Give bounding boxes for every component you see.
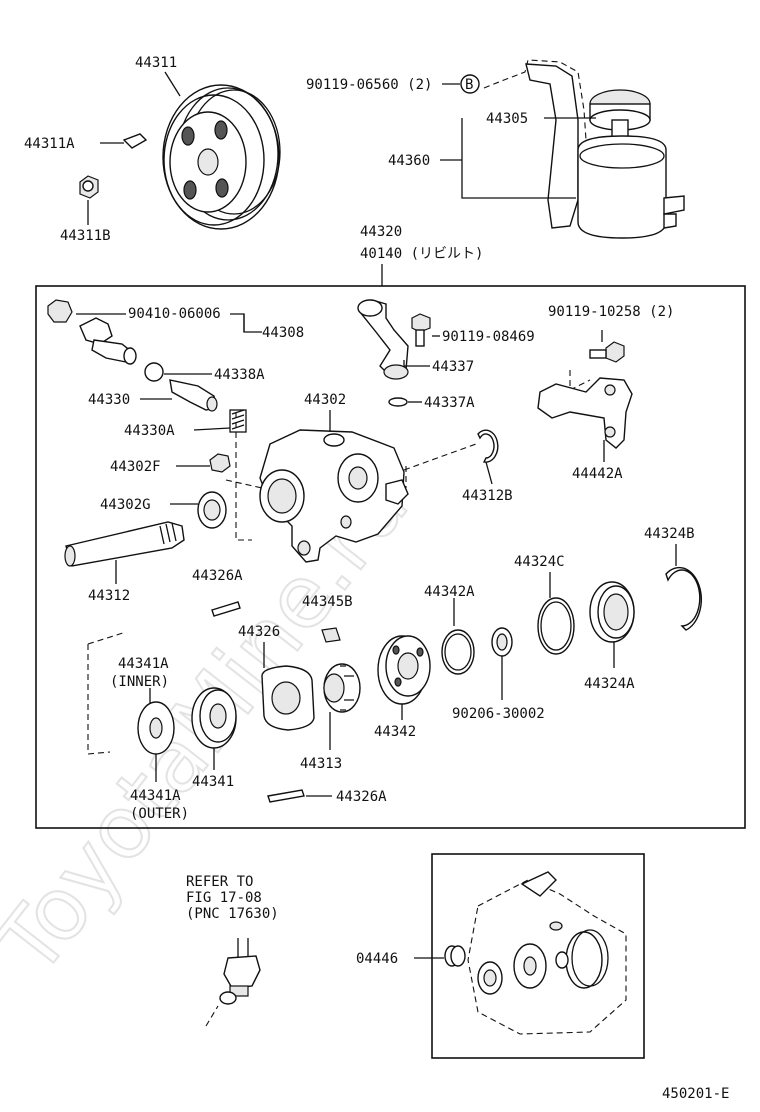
end-plate-44324a-part (589, 581, 635, 643)
bracket-bolt-part (589, 341, 625, 363)
label-44311: 44311 (135, 55, 177, 71)
reservoir-bracket-part (483, 59, 587, 229)
o-ring-44342a-part (441, 629, 475, 675)
label-44342a: 44342A (424, 584, 475, 600)
label-inner: (INNER) (110, 674, 169, 690)
label-44311a: 44311A (24, 136, 75, 152)
label-refer-pnc: (PNC 17630) (186, 906, 279, 922)
pressure-fitting-part (79, 317, 137, 365)
label-44312b: 44312B (462, 488, 513, 504)
bushing-44341-part (191, 687, 237, 749)
label-44326: 44326 (238, 624, 280, 640)
union-bolt-part (47, 299, 73, 323)
label-44342: 44342 (374, 724, 416, 740)
pulley-nut-part (79, 175, 99, 199)
label-44341a-outer: 44341A (130, 788, 181, 804)
snap-ring-90206-30002-part (491, 627, 513, 657)
oil-seal-44302g-part (197, 491, 227, 529)
label-44338a: 44338A (214, 367, 265, 383)
washer-44341a-part (137, 701, 175, 755)
label-refer-to: REFER TO (186, 874, 253, 890)
label-outer: (OUTER) (130, 806, 189, 822)
label-04446: 04446 (356, 951, 398, 967)
o-ring-44338a-part (144, 362, 164, 382)
label-44313: 44313 (300, 756, 342, 772)
label-44324c: 44324C (514, 554, 565, 570)
label-44326a-top: 44326A (192, 568, 243, 584)
label-40140: 40140 (リビルト) (360, 246, 483, 262)
label-44341a-inner: 44341A (118, 656, 169, 672)
label-44302: 44302 (304, 392, 346, 408)
label-refer-fig: FIG 17-08 (186, 890, 262, 906)
gasket-kit-frame (431, 853, 645, 1059)
label-44341: 44341 (192, 774, 234, 790)
pin-44326a-top-part (211, 601, 241, 617)
callout-b-letter: B (465, 77, 473, 93)
label-44330a: 44330A (124, 423, 175, 439)
plug-44302f-part (209, 453, 231, 473)
bracket-44442a-part (537, 377, 633, 449)
label-44324a: 44324A (584, 676, 635, 692)
gasket-kit-parts (467, 871, 627, 1035)
label-44345b: 44345B (302, 594, 353, 610)
label-44302f: 44302F (110, 459, 161, 475)
diagram-id: 450201-E (662, 1086, 729, 1102)
label-44360: 44360 (388, 153, 430, 169)
label-44312: 44312 (88, 588, 130, 604)
valve-spring-part (229, 409, 247, 433)
pulley-part (162, 84, 281, 230)
snap-ring-44324b-part (665, 566, 702, 631)
o-ring-44337a-part (388, 397, 408, 407)
pressure-switch-part (219, 938, 261, 1005)
snap-ring-44312b-part (477, 429, 499, 463)
label-44330: 44330 (88, 392, 130, 408)
flow-valve-part (169, 379, 218, 412)
label-44324b: 44324B (644, 526, 695, 542)
label-44326a-bottom: 44326A (336, 789, 387, 805)
label-44305: 44305 (486, 111, 528, 127)
label-90410-06006: 90410-06006 (128, 306, 221, 322)
label-44302g: 44302G (100, 497, 151, 513)
label-44442a: 44442A (572, 466, 623, 482)
pin-44326a-bottom-part (267, 789, 305, 803)
label-90119-10258: 90119-10258 (2) (548, 304, 674, 320)
o-ring-pair-part (444, 945, 466, 967)
vane-44345b-part (321, 627, 341, 643)
label-90206-30002: 90206-30002 (452, 706, 545, 722)
label-44308: 44308 (262, 325, 304, 341)
label-44311b: 44311B (60, 228, 111, 244)
rotor-44313-part (323, 663, 361, 713)
cam-ring-44326-part (261, 665, 315, 731)
callout-b-marker: B (460, 74, 480, 94)
reservoir-tank-part (577, 89, 685, 239)
pump-housing-44302-part (259, 429, 409, 563)
label-44337: 44337 (432, 359, 474, 375)
label-90119-08469: 90119-08469 (442, 329, 535, 345)
side-plate-44342-part (377, 635, 431, 705)
label-44320: 44320 (360, 224, 402, 240)
pulley-key-part (122, 133, 148, 149)
bolt-90119-08469-part (411, 313, 431, 347)
o-ring-44324c-part (537, 597, 575, 655)
pump-assembly-frame (35, 285, 746, 829)
label-90119-06560: 90119-06560 (2) (306, 77, 432, 93)
label-44337a: 44337A (424, 395, 475, 411)
suction-port-44337-part (357, 299, 409, 380)
shaft-44312-part (64, 521, 185, 567)
